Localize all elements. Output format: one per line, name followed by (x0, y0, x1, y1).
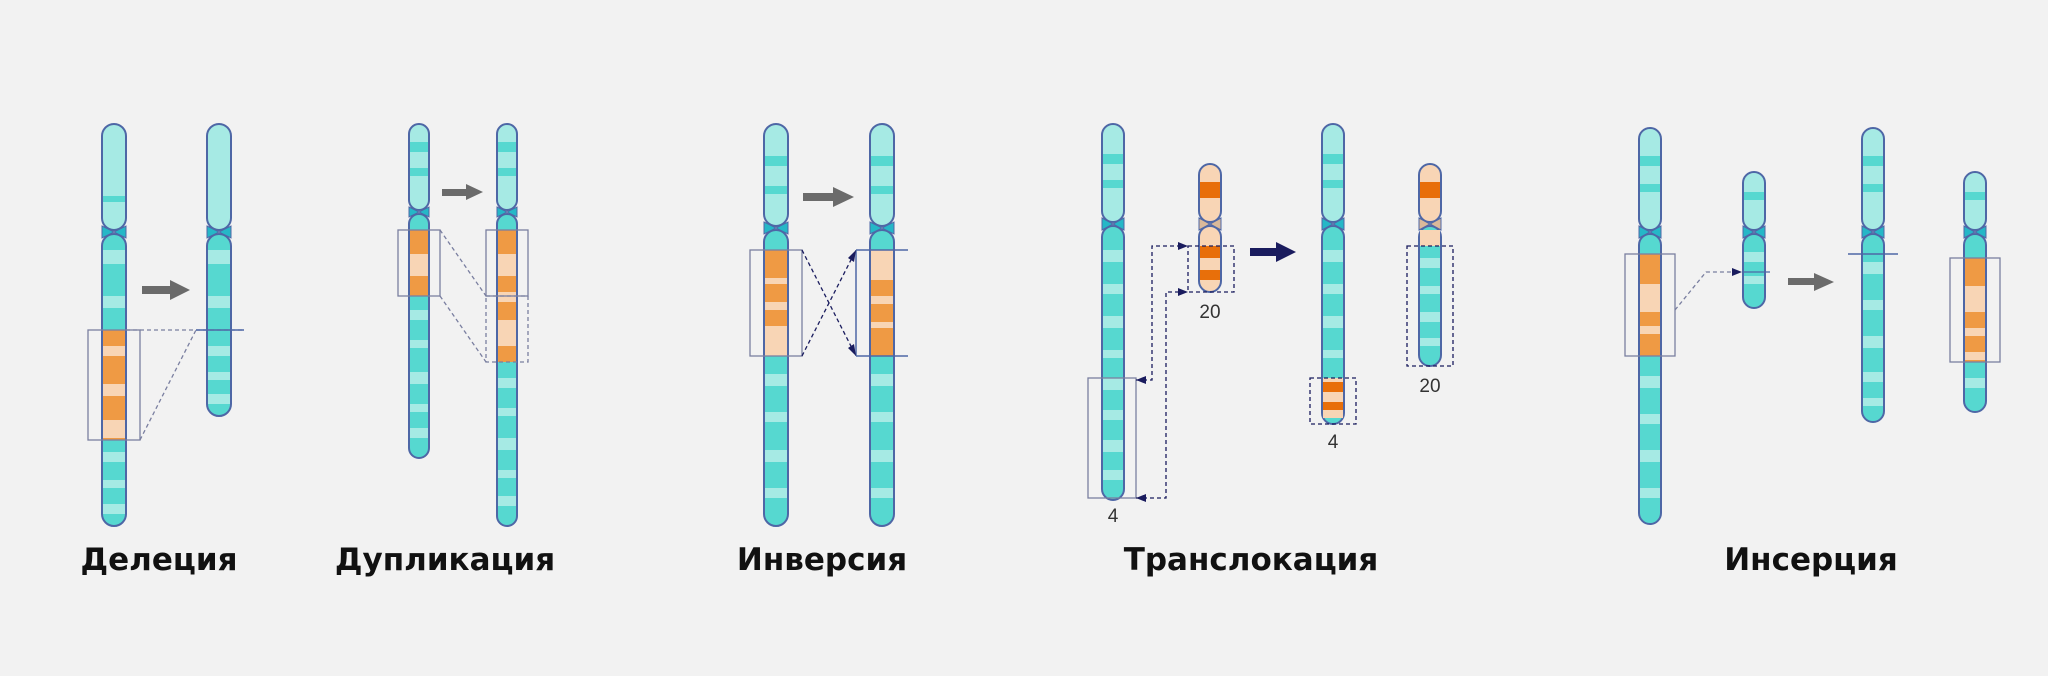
translocation-panel: 4 20 (1087, 123, 1454, 527)
chromosome-4-original (1101, 123, 1125, 501)
deletion-arrow (142, 280, 190, 300)
duplication-arrow (442, 184, 483, 200)
inversion-panel (749, 123, 908, 527)
deleted-segment-bracket (87, 329, 141, 441)
chromosome-20-derived-label: 20 (1419, 376, 1440, 397)
insertion-recipient-chromosome (1742, 171, 1766, 309)
inversion-original-chromosome (763, 123, 789, 527)
caption-duplication: Дупликация (334, 542, 556, 578)
deletion-original-chromosome (101, 123, 127, 527)
caption-translocation: Транслокация (1123, 542, 1379, 578)
insertion-arrow (1788, 273, 1834, 291)
chromosome-4-derived-label: 4 (1328, 432, 1339, 453)
duplication-panel (397, 123, 529, 527)
chromosome-20-original-label: 20 (1199, 302, 1220, 323)
caption-deletion: Делеция (80, 542, 238, 578)
insertion-recipient-result-chromosome (1963, 171, 1987, 413)
deletion-panel (87, 123, 244, 527)
insertion-panel (1624, 127, 2001, 525)
duplication-original-chromosome (408, 123, 430, 459)
chromosome-4-original-label: 4 (1108, 506, 1119, 527)
inversion-arrow (803, 187, 854, 207)
translocation-arrow (1250, 242, 1296, 262)
duplication-result-chromosome (496, 123, 518, 527)
caption-insertion: Инсерция (1724, 542, 1898, 578)
deletion-result-chromosome (206, 123, 232, 417)
caption-inversion: Инверсия (736, 542, 908, 578)
chromosome-20-derived (1418, 163, 1442, 367)
insertion-donor-chromosome (1638, 127, 1662, 525)
chromosome-4-derived (1321, 123, 1345, 425)
insertion-donor-result-chromosome (1861, 127, 1885, 423)
chromosome-20-original (1198, 163, 1222, 293)
inversion-result-chromosome (869, 123, 895, 527)
